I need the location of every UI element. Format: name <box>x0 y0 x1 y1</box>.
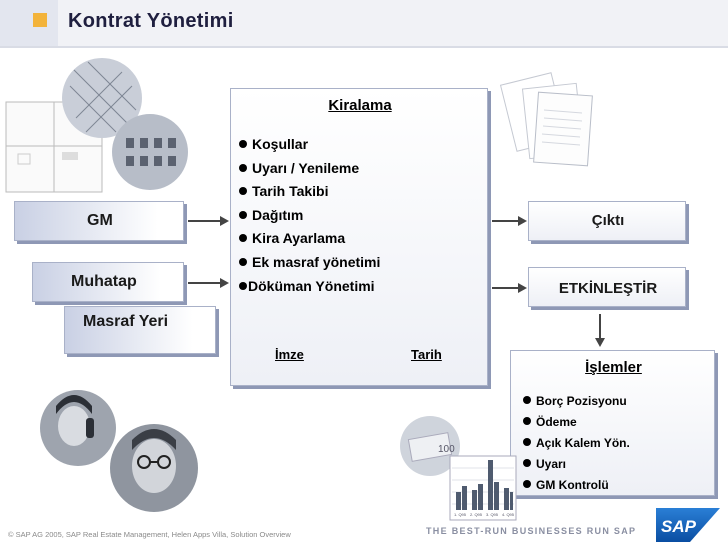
list-item: Uyarı <box>523 454 630 475</box>
muhatap-box: Muhatap <box>32 262 184 302</box>
islemler-list: Borç Pozisyonu Ödeme Açık Kalem Yön. Uya… <box>523 391 630 496</box>
output-arrow-icon <box>492 216 527 226</box>
chart-x-label: 1. Q95 <box>454 512 467 517</box>
list-item: Dağıtım <box>239 204 380 228</box>
output-box: Çıktı <box>528 201 686 241</box>
bullet-icon <box>239 187 247 196</box>
islemler-title: İşlemler <box>585 359 642 376</box>
signature-label: İmze <box>275 347 304 362</box>
list-item: Uyarı / Yenileme <box>239 157 380 181</box>
list-item: Açık Kalem Yön. <box>523 433 630 454</box>
finance-illustration: 100 1. Q95 2. Q95 3. Q95 4. Q95 <box>400 416 517 521</box>
title-bullet-icon <box>33 13 47 27</box>
bullet-icon <box>523 438 531 446</box>
chart-x-label: 2. Q95 <box>470 512 483 517</box>
people-illustration <box>40 390 198 512</box>
list-item: Kira Ayarlama <box>239 227 380 251</box>
sap-slogan: THE BEST-RUN BUSINESSES RUN SAP <box>426 526 637 536</box>
gm-arrow-icon <box>188 216 229 226</box>
list-item: Koşullar <box>239 133 380 157</box>
copyright-text: © SAP AG 2005, SAP Real Estate Managemen… <box>8 530 291 539</box>
kiralama-box: Kiralama Koşullar Uyarı / Yenileme Tarih… <box>230 88 488 386</box>
islemler-box: İşlemler Borç Pozisyonu Ödeme Açık Kalem… <box>510 350 715 496</box>
documents-illustration <box>499 72 593 167</box>
chart-x-label: 3. Q95 <box>486 512 499 517</box>
bullet-icon <box>239 140 247 148</box>
bullet-icon <box>239 234 247 243</box>
date-label: Tarih <box>411 347 442 362</box>
bullet-icon <box>523 396 531 404</box>
bullet-icon <box>523 417 531 425</box>
building-illustration <box>5 58 188 193</box>
page-title: Kontrat Yönetimi <box>68 10 234 32</box>
list-item: Ödeme <box>523 412 630 433</box>
masraf-yeri-label: Masraf Yeri <box>83 313 169 330</box>
activate-box: ETKİNLEŞTİR <box>528 267 686 307</box>
sap-logo-text: SAP <box>661 517 697 536</box>
title-divider <box>0 46 728 48</box>
muhatap-arrow-icon <box>188 278 229 288</box>
bullet-icon <box>239 281 247 290</box>
muhatap-label: Muhatap <box>71 273 137 290</box>
title-bar-stripe <box>0 0 58 46</box>
list-item: GM Kontrolü <box>523 475 630 496</box>
activate-arrow-icon <box>492 283 527 293</box>
bullet-icon <box>239 210 247 219</box>
kiralama-title: Kiralama <box>328 97 392 114</box>
masraf-yeri-box: Masraf Yeri <box>64 306 216 354</box>
banknote-text: 100 <box>438 444 455 455</box>
output-label: Çıktı <box>591 212 625 229</box>
sap-logo-icon: SAP <box>656 508 720 542</box>
chart-x-label: 4. Q95 <box>502 512 515 517</box>
classic-building-photo <box>112 114 188 190</box>
gm-box: GM <box>14 201 184 241</box>
bullet-icon <box>523 480 531 488</box>
list-item: Tarih Takibi <box>239 180 380 204</box>
kiralama-list: Koşullar Uyarı / Yenileme Tarih Takibi D… <box>239 133 380 298</box>
bullet-icon <box>239 257 247 266</box>
bullet-icon <box>523 459 531 467</box>
list-item: Döküman Yönetimi <box>239 275 380 299</box>
list-item: Borç Pozisyonu <box>523 391 630 412</box>
bullet-icon <box>239 163 247 172</box>
list-item: Ek masraf yönetimi <box>239 251 380 275</box>
activate-label: ETKİNLEŞTİR <box>558 280 658 297</box>
gm-label: GM <box>87 212 113 229</box>
title-bar <box>0 0 728 46</box>
down-arrow-icon <box>595 314 605 347</box>
